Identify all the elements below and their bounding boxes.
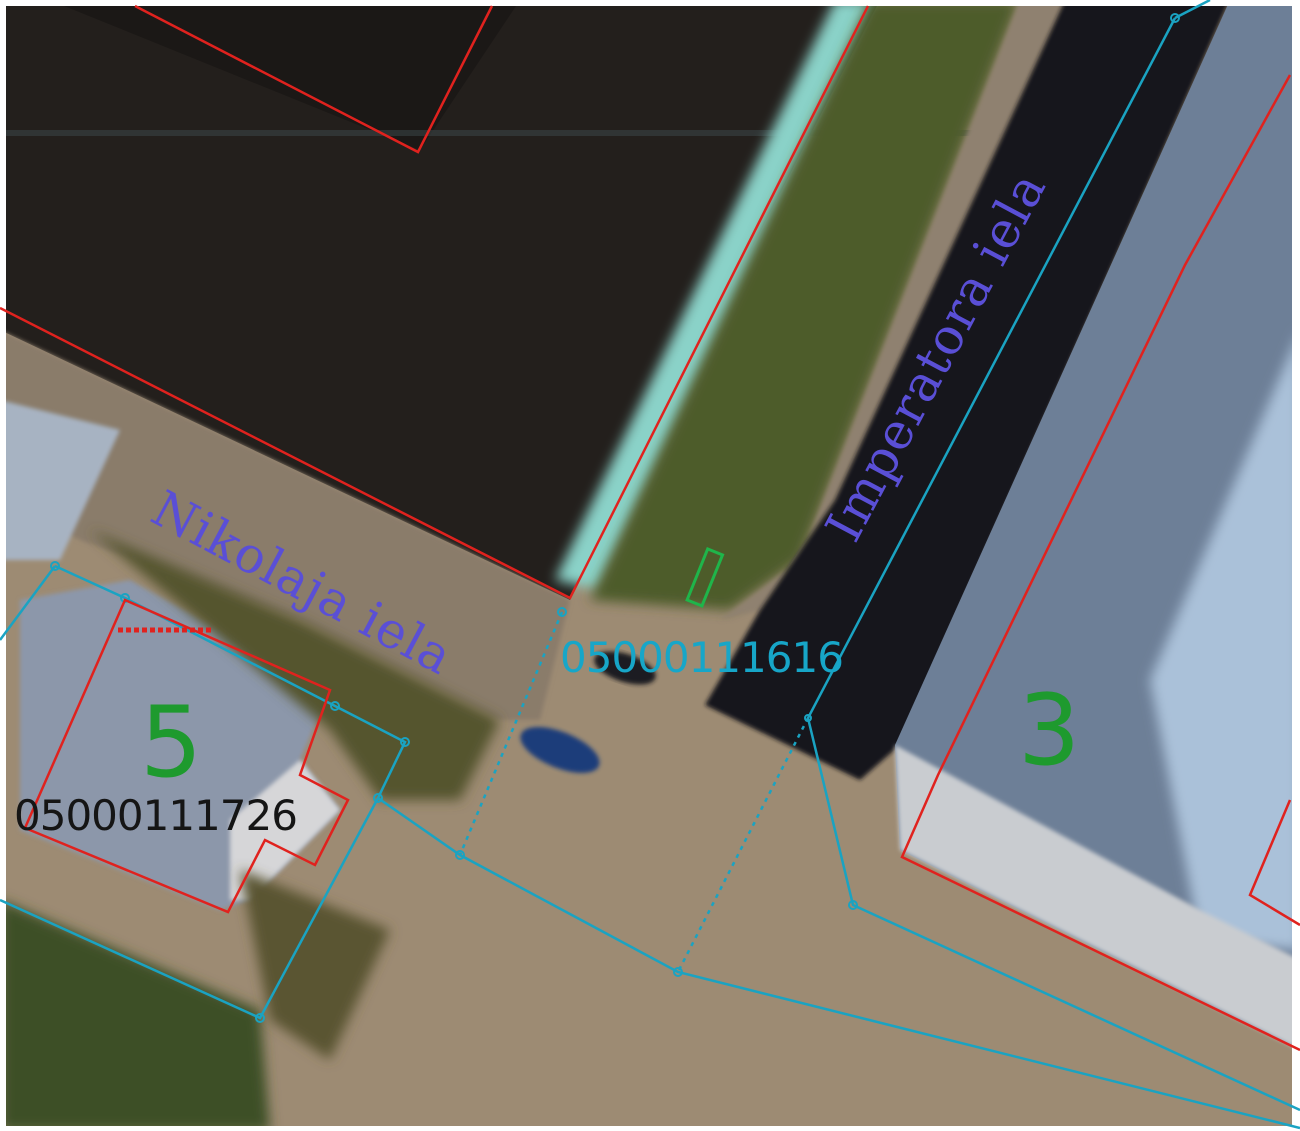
bottom-yard [240,870,390,1060]
frame-right [1292,0,1300,1131]
parcel-label-5: 05000111726 [14,791,297,840]
yard-grass-5 [90,530,500,800]
vertex-marker [255,1013,265,1023]
frame-left [0,0,6,1131]
vertex-marker [804,714,812,722]
vertex-marker [330,701,340,711]
parcel-5-boundary [0,564,407,1020]
green-marker-rect [685,547,725,608]
vertex-marker [455,850,465,860]
parcel-5-boundary-west [0,565,57,641]
sidewalk-nikolaja [0,330,570,720]
building-outline-house-3 [900,74,1300,1052]
road-imperatora [705,0,1230,780]
sidewalk-imperatora [720,0,1065,620]
vertex-marker [373,793,383,803]
frame-top [0,0,1300,6]
building-outline-house-5 [23,598,350,914]
photo-seam [0,130,1000,136]
parcel-internal-dotted-2 [676,717,810,973]
house-5-wall [230,760,340,900]
parcel-label-road: 05000111616 [560,633,843,682]
vertex-marker [400,737,410,747]
imperatora-boundary-east [806,17,1300,1112]
parked-car-dark [594,651,656,685]
building-outlines [0,4,1300,1052]
bottom-left-grass [0,900,270,1131]
vertex-marker [1170,13,1180,23]
building-outline-top [134,4,494,154]
house-number-5: 5 [140,686,202,800]
dark-roof-shade [0,0,520,150]
frame-bottom [0,1126,1300,1131]
right-building-wall [895,745,1300,1050]
left-house-roof [0,400,120,560]
building-outline-right-edge [1248,799,1300,927]
vertex-marker [557,607,567,617]
vertex-marker [673,967,683,977]
street-boundary-north-tip [1174,0,1211,20]
right-roof-bright [1150,330,1300,950]
parcel-internal-dotted-1 [458,611,564,856]
building-outline-dark-block [0,5,870,600]
dark-building-roof [0,0,880,600]
vertex-marker [50,561,60,571]
grass-strip [590,0,1020,610]
roof-edge-light [555,0,880,590]
street-boundary-south [377,796,1300,1130]
vertex-marker [848,900,858,910]
parked-car-blue [520,727,600,773]
house-number-3: 3 [1018,674,1080,788]
